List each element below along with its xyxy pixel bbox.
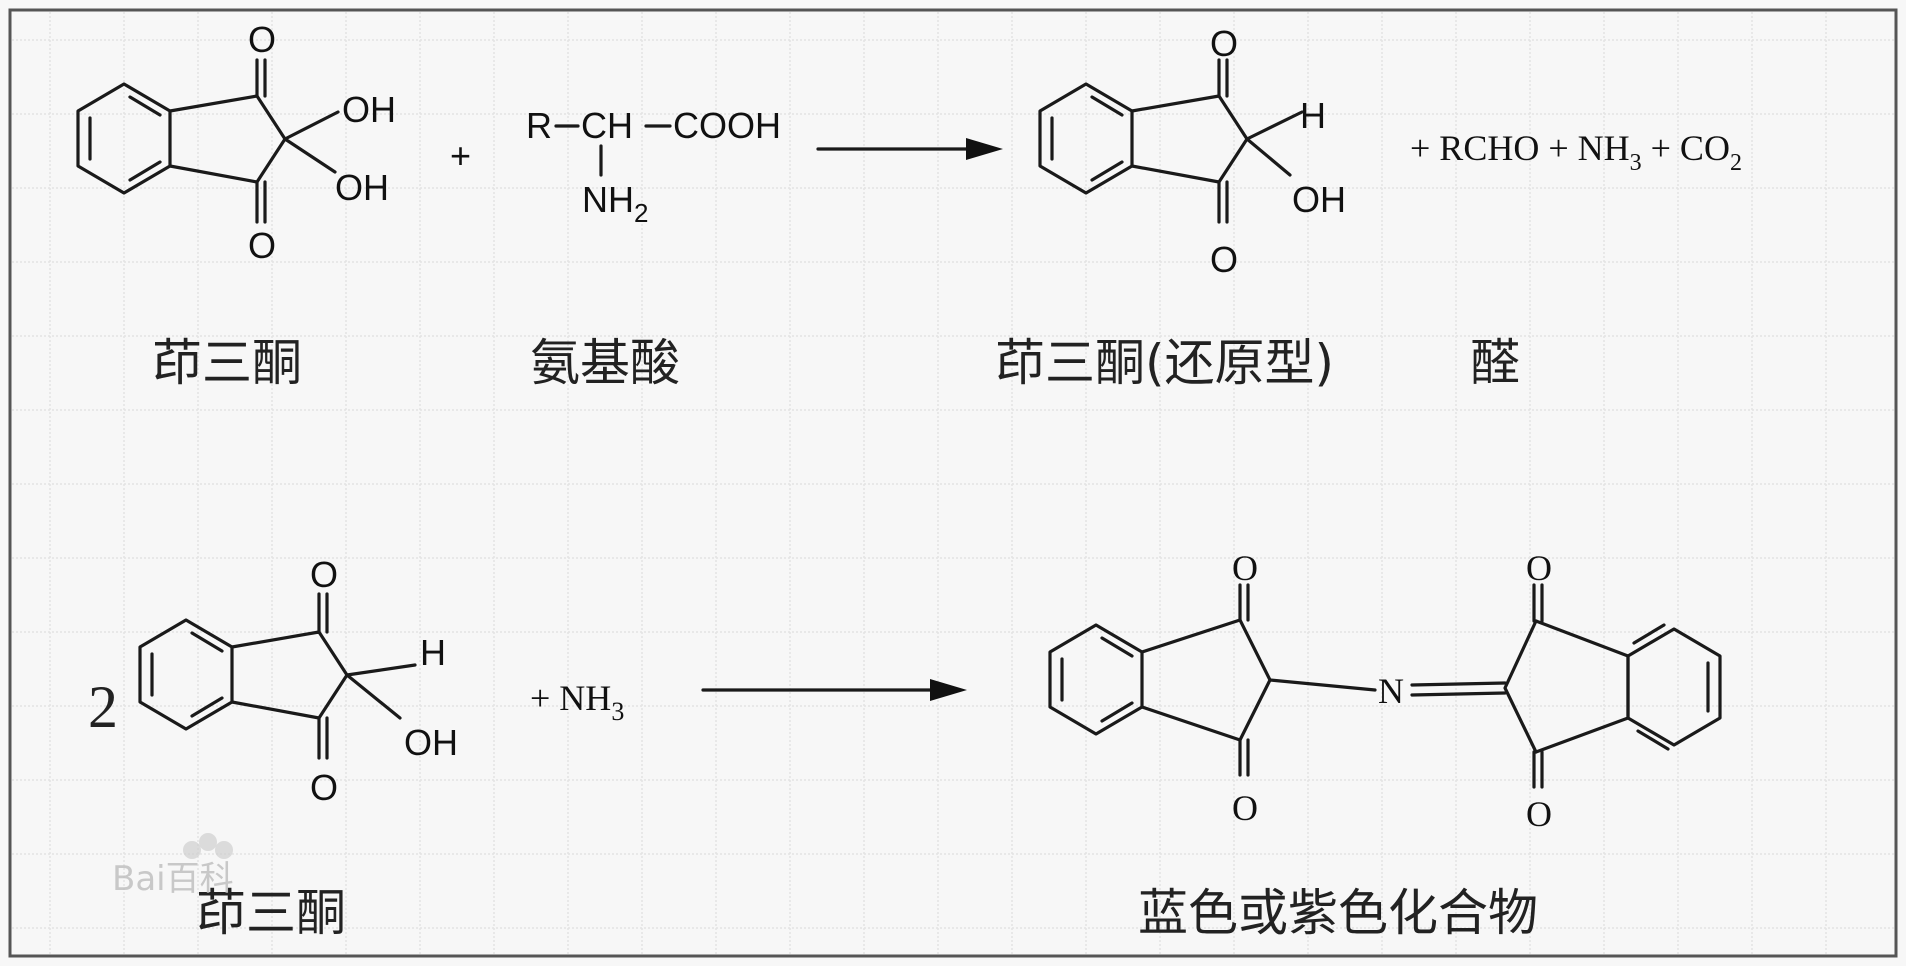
- hydroxyl-label: OH: [404, 722, 458, 763]
- amino-nh: NH: [582, 179, 634, 220]
- amino-label: NH2: [582, 179, 648, 228]
- amino-acid: R CH COOH NH2 氨基酸: [526, 105, 781, 392]
- oxygen-label: O: [1232, 788, 1258, 828]
- reduced-ninhydrin-product: O O H OH 茚三酮(还原型): [995, 23, 1346, 392]
- ammonia-subscript: 3: [611, 697, 624, 726]
- oxygen-label: O: [1526, 548, 1552, 588]
- oxygen-label: O: [310, 767, 338, 808]
- watermark-text: Bai百科: [112, 859, 234, 899]
- byproducts-formula: + RCHO + NH3 + CO2: [1410, 128, 1742, 176]
- ammonia-subscript: 3: [1630, 150, 1642, 176]
- byproducts: + RCHO + NH3 + CO2 醛: [1410, 128, 1742, 392]
- ammonia-text: + NH: [530, 678, 611, 718]
- purple-compound-caption: 蓝色或紫色化合物: [1138, 884, 1538, 942]
- reduced-ninhydrin-caption: 茚三酮(还原型): [995, 334, 1334, 392]
- hydroxyl-label: OH: [335, 167, 389, 208]
- nitrogen-label: N: [1378, 671, 1404, 711]
- amino-subscript: 2: [634, 198, 648, 228]
- carboxyl-label: COOH: [673, 105, 781, 146]
- ruhemanns-purple-product: O O N O O 蓝色或紫色化合物: [1050, 548, 1720, 942]
- aldehyde-caption: 醛: [1470, 334, 1520, 392]
- reaction-arrow: [703, 679, 967, 701]
- hydrogen-label: H: [1300, 95, 1326, 136]
- plus-sign: +: [450, 135, 471, 176]
- ninhydrin-caption: 茚三酮: [152, 334, 302, 392]
- hydroxyl-label: OH: [1292, 179, 1346, 220]
- oxygen-label: O: [1526, 794, 1552, 834]
- ammonia-reagent: + NH3: [530, 678, 624, 726]
- stoichiometric-coefficient: 2: [88, 674, 118, 740]
- alpha-carbon-label: CH: [581, 105, 633, 146]
- byproduct-part2: + CO: [1642, 128, 1730, 168]
- hydrogen-label: H: [420, 632, 446, 673]
- byproduct-part1: + RCHO + NH: [1410, 128, 1630, 168]
- oxygen-label: O: [248, 19, 276, 60]
- co2-subscript: 2: [1730, 150, 1742, 176]
- oxygen-label: O: [310, 554, 338, 595]
- oxygen-label: O: [248, 225, 276, 266]
- watermark: Bai百科: [112, 833, 234, 899]
- oxygen-label: O: [1210, 239, 1238, 280]
- reaction-arrow: [818, 138, 1003, 160]
- r-group-label: R: [526, 105, 552, 146]
- oxygen-label: O: [1210, 23, 1238, 64]
- oxygen-label: O: [1232, 548, 1258, 588]
- amino-acid-caption: 氨基酸: [530, 334, 680, 392]
- hydroxyl-label: OH: [342, 89, 396, 130]
